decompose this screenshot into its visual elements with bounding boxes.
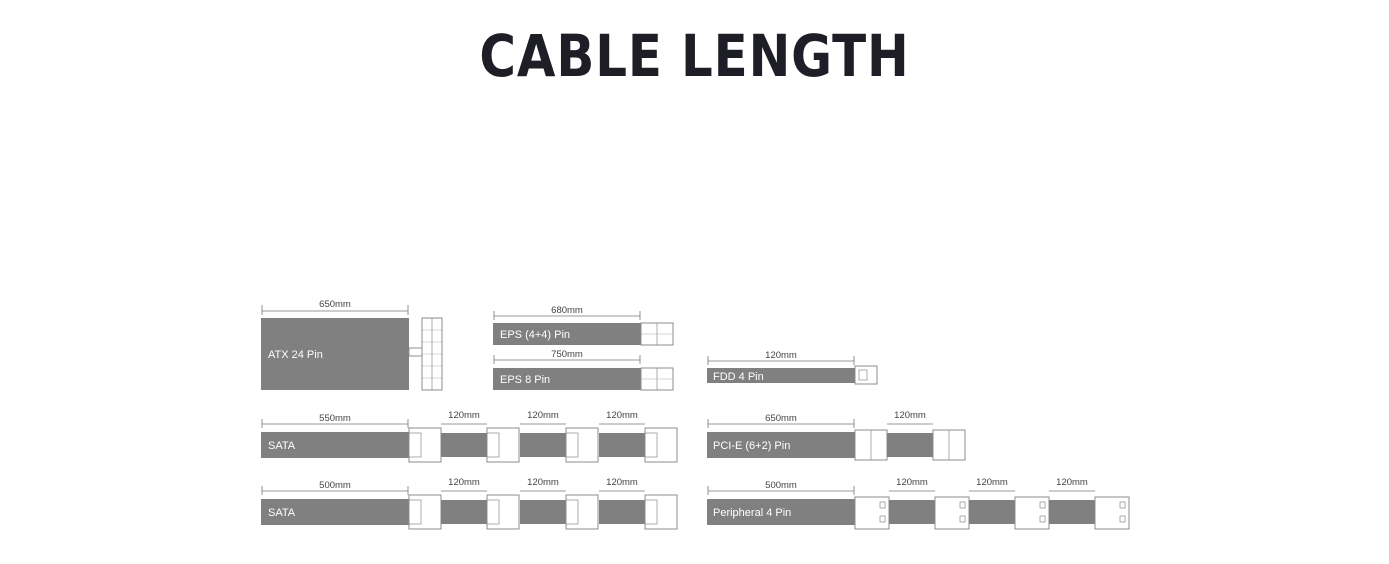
cable-segment xyxy=(599,500,645,524)
cable-body xyxy=(261,432,409,458)
fdd-connector xyxy=(854,365,878,385)
cable-segment xyxy=(969,500,1015,524)
dimension-label: 120mm xyxy=(765,350,797,361)
sata-connector xyxy=(486,494,520,530)
cable-body xyxy=(493,323,641,345)
cable-sata-2: 500mm SATA 120mm 120mm 120mm xyxy=(261,477,678,530)
dimension-label: 120mm xyxy=(976,477,1008,488)
sata-connector xyxy=(486,427,520,463)
dimension-label: 120mm xyxy=(606,410,638,421)
dimension-label: 750mm xyxy=(551,349,583,360)
dimension-label: 120mm xyxy=(527,410,559,421)
cable-body xyxy=(707,432,855,458)
cable-label: ATX 24 Pin xyxy=(268,349,323,361)
cable-peripheral-4-pin: 500mm Peripheral 4 Pin 120mm 120mm 120mm xyxy=(707,477,1130,530)
dimension-label: 500mm xyxy=(319,480,351,491)
dimension-label: 650mm xyxy=(319,299,351,310)
cable-eps-4-4-pin: 680mm EPS (4+4) Pin xyxy=(493,305,674,346)
cable-segment xyxy=(1049,500,1095,524)
cable-label: PCI-E (6+2) Pin xyxy=(713,440,790,452)
dimension-label: 680mm xyxy=(551,305,583,316)
cable-body xyxy=(261,318,409,390)
cable-segment xyxy=(441,500,487,524)
dimension-label: 120mm xyxy=(896,477,928,488)
cable-sata-1: 550mm SATA 120mm 120mm 120mm xyxy=(261,410,678,463)
cable-body xyxy=(707,368,855,383)
cable-label: SATA xyxy=(268,440,296,452)
dimension-label: 500mm xyxy=(765,480,797,491)
connector-latch xyxy=(408,347,424,357)
cable-segment xyxy=(889,500,935,524)
dimension-label: 120mm xyxy=(527,477,559,488)
cable-segment xyxy=(520,500,566,524)
cable-segment xyxy=(887,433,933,457)
sata-connector xyxy=(408,427,442,463)
cable-segment xyxy=(441,433,487,457)
dimension-label: 120mm xyxy=(1056,477,1088,488)
cable-atx-24-pin: 650mm ATX 24 Pin xyxy=(261,299,443,391)
cable-label: EPS (4+4) Pin xyxy=(500,329,570,341)
cable-eps-8-pin: 750mm EPS 8 Pin xyxy=(493,349,674,391)
dimension-label: 120mm xyxy=(606,477,638,488)
cable-body xyxy=(707,499,855,525)
cable-segment xyxy=(599,433,645,457)
sata-connector xyxy=(565,494,599,530)
sata-connector xyxy=(565,427,599,463)
dimension-label: 650mm xyxy=(765,413,797,424)
cable-body xyxy=(493,368,641,390)
cable-label: FDD 4 Pin xyxy=(713,371,764,383)
page-title: CABLE LENGTH xyxy=(479,22,910,90)
cable-fdd-4-pin: 120mm FDD 4 Pin xyxy=(707,350,878,385)
cable-segment xyxy=(520,433,566,457)
cable-label: SATA xyxy=(268,507,296,519)
dimension-label: 120mm xyxy=(448,477,480,488)
dimension-label: 120mm xyxy=(448,410,480,421)
cable-label: Peripheral 4 Pin xyxy=(713,507,791,519)
cable-pcie-6-2-pin: 650mm PCI-E (6+2) Pin 120mm xyxy=(707,410,966,461)
sata-connector xyxy=(408,494,442,530)
cable-label: EPS 8 Pin xyxy=(500,374,550,386)
dimension-label: 550mm xyxy=(319,413,351,424)
dimension-label: 120mm xyxy=(894,410,926,421)
sata-connector xyxy=(644,494,678,530)
cable-body xyxy=(261,499,409,525)
